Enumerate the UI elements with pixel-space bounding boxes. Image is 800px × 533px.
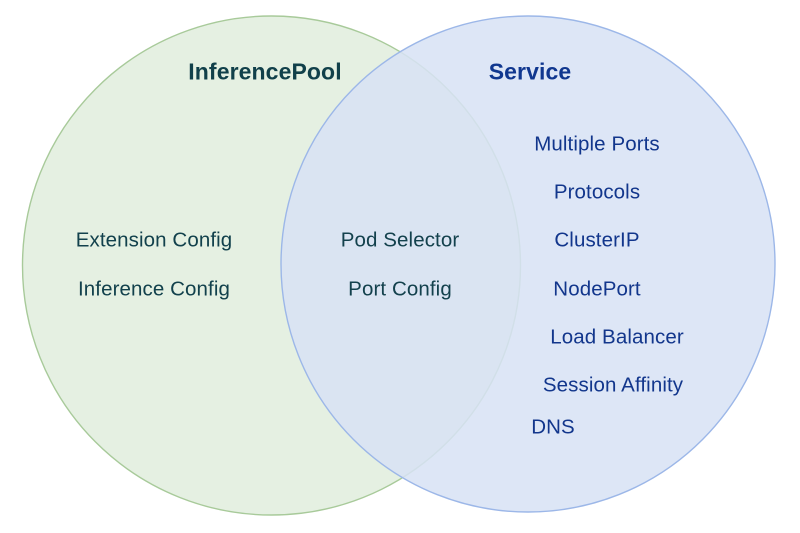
service-item-dns: DNS bbox=[531, 415, 575, 439]
intersection-item-pod-selector: Pod Selector bbox=[340, 228, 460, 252]
intersection-item-port-config: Port Config bbox=[348, 277, 452, 301]
service-item-multiple-ports: Multiple Ports bbox=[534, 132, 660, 156]
service-item-protocols: Protocols bbox=[553, 180, 641, 204]
service-item-load-balancer: Load Balancer bbox=[550, 325, 684, 349]
service-circle[interactable] bbox=[280, 15, 776, 513]
service-title: Service bbox=[488, 58, 572, 85]
service-item-session-affinity: Session Affinity bbox=[542, 373, 684, 397]
inferencepool-item-extension-config: Extension Config bbox=[75, 228, 233, 252]
service-item-nodeport: NodePort bbox=[553, 277, 641, 301]
service-item-clusterip: ClusterIP bbox=[554, 228, 640, 252]
inferencepool-title: InferencePool bbox=[188, 58, 342, 85]
inferencepool-item-inference-config: Inference Config bbox=[77, 277, 231, 301]
